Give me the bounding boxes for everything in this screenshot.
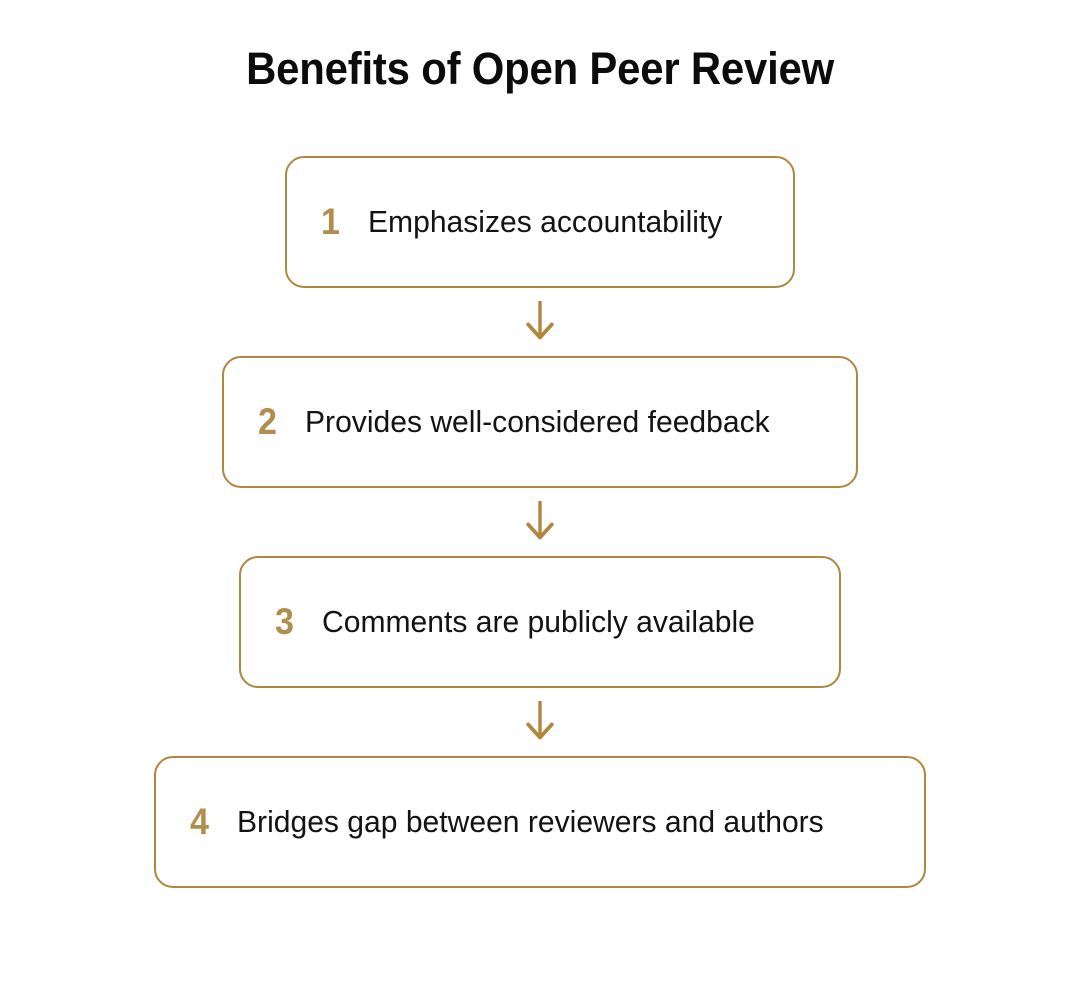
step-number-1: 1	[321, 201, 340, 242]
flow-chart: 1 Emphasizes accountability 2 Provides w…	[154, 155, 926, 888]
flow-step-2[interactable]: 2 Provides well-considered feedback	[222, 355, 858, 488]
flow-step-3[interactable]: 3 Comments are publicly available	[239, 555, 841, 688]
connector-3-to-4	[523, 688, 557, 756]
step-label-3: Comments are publicly available	[321, 603, 755, 639]
step-label-4: Bridges gap between reviewers and author…	[236, 803, 824, 839]
arrow-down-icon	[523, 699, 557, 745]
arrow-down-icon	[523, 499, 557, 545]
step-number-3: 3	[275, 601, 294, 642]
step-number-4: 4	[190, 801, 209, 842]
connector-2-to-3	[523, 488, 557, 556]
flow-step-4[interactable]: 4 Bridges gap between reviewers and auth…	[154, 755, 926, 888]
step-label-1: Emphasizes accountability	[367, 203, 722, 239]
connector-1-to-2	[523, 288, 557, 356]
flow-step-1[interactable]: 1 Emphasizes accountability	[285, 155, 795, 288]
step-label-2: Provides well-considered feedback	[304, 403, 770, 439]
arrow-down-icon	[523, 299, 557, 345]
page-title: Benefits of Open Peer Review	[246, 43, 834, 94]
step-number-2: 2	[258, 401, 277, 442]
